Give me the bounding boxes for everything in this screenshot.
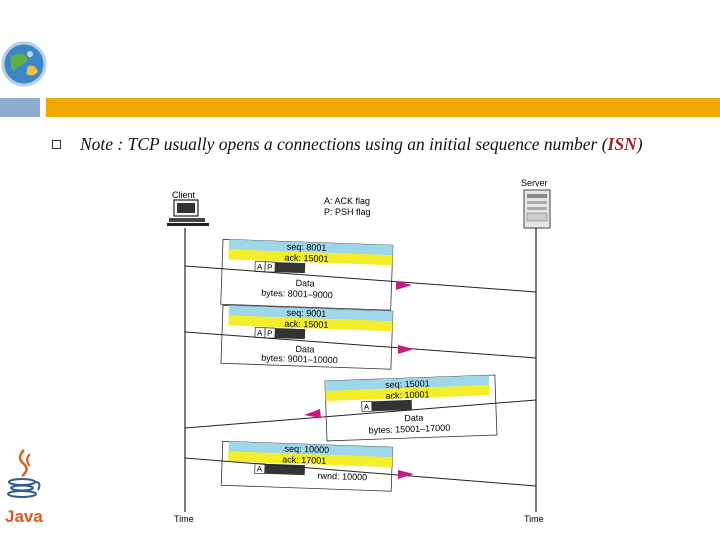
segment-4: seq: 10000 ack: 17001 A rwnd: 10000 — [220, 440, 394, 492]
segment-2-seq-band — [228, 305, 393, 322]
segment-4-ack-band — [228, 451, 393, 468]
bullet-square-icon — [52, 140, 61, 149]
note-prefix: Note : TCP usually opens a connections u… — [80, 134, 608, 154]
segment-3-ack-band — [325, 385, 490, 401]
title-bar-accent-left — [0, 98, 40, 117]
segment-1-bytes: bytes: 8001–9000 — [261, 288, 333, 300]
segment-2-ack-band — [228, 315, 393, 332]
segment-2-bytes: bytes: 9001–10000 — [261, 353, 338, 366]
globe-logo-icon — [1, 41, 47, 87]
segment-1: seq: 8001 ack: 15001 A P Data bytes: 800… — [220, 238, 394, 311]
segment-1-arrowhead-icon — [396, 281, 412, 290]
segment-2-arrowhead-icon — [398, 345, 414, 354]
segment-3-bytes: bytes: 15001–17000 — [369, 423, 451, 436]
segment-3-seq-band — [324, 375, 490, 391]
segment-1-seq-band — [228, 239, 393, 256]
segment-4-flag-a: A — [257, 464, 263, 473]
segment-3-data: Data — [404, 413, 423, 424]
legend-ack-flag: A: ACK flag — [324, 196, 370, 206]
segment-2-arrow — [184, 331, 537, 359]
client-label: Client — [172, 190, 196, 200]
segment-4-ack: ack: 17001 — [282, 454, 326, 466]
segment-1-seq: seq: 8001 — [287, 242, 327, 253]
segment-1-ack: ack: 15001 — [284, 252, 328, 264]
time-label-server: Time — [524, 514, 544, 524]
note-suffix: ) — [636, 134, 643, 154]
segment-1-flag-a: A — [257, 263, 263, 272]
note-text: Note : TCP usually opens a connections u… — [80, 133, 700, 156]
segment-2-ack: ack: 15001 — [284, 318, 328, 330]
segment-2-flag-p: P — [267, 329, 273, 338]
segment-3: seq: 15001 ack: 10001 A Data bytes: 1500… — [324, 374, 498, 442]
segment-2-flag-a: A — [257, 329, 263, 338]
segment-2: seq: 9001 ack: 15001 A P Data bytes: 900… — [220, 304, 394, 370]
segment-4-arrowhead-icon — [398, 470, 414, 479]
time-label-client: Time — [174, 514, 194, 524]
legend-psh-flag: P: PSH flag — [324, 207, 371, 217]
segment-4-seq-band — [228, 441, 393, 458]
segment-4-arrow — [184, 457, 537, 487]
segment-3-seq: seq: 15001 — [385, 378, 430, 390]
segment-3-arrowhead-icon — [304, 409, 321, 418]
server-label: Server — [521, 178, 548, 188]
segment-1-data: Data — [295, 278, 314, 289]
segment-2-data: Data — [295, 344, 314, 355]
svg-text:Java: Java — [5, 507, 43, 526]
segment-3-ack: ack: 10001 — [385, 389, 429, 401]
segment-1-arrow — [184, 265, 537, 293]
segment-1-flag-p: P — [267, 263, 273, 272]
segment-2-seq: seq: 9001 — [287, 308, 327, 319]
server-icon — [523, 189, 551, 229]
client-computer-icon — [167, 199, 209, 226]
segment-4-rwnd: rwnd: 10000 — [317, 471, 367, 483]
segment-1-ack-band — [228, 249, 393, 266]
segment-4-seq: seq: 10000 — [284, 443, 329, 455]
title-bar-accent-right — [46, 98, 720, 117]
segment-3-flag-a: A — [364, 402, 370, 411]
segment-3-arrow — [184, 399, 537, 429]
note-isn: ISN — [607, 134, 637, 154]
java-logo-icon: Java — [5, 449, 43, 526]
